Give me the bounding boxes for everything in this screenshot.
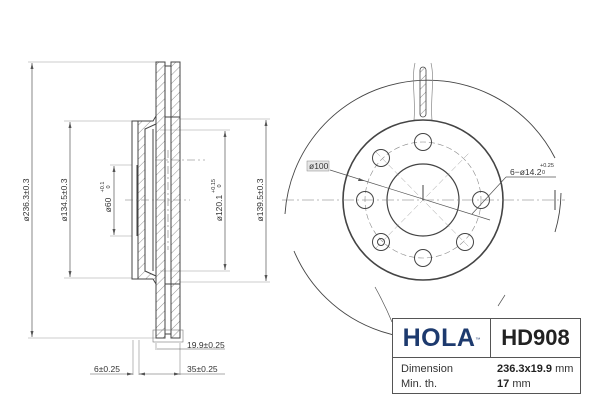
dim-bolt-holes-tol-upper: +0.25 bbox=[540, 163, 554, 169]
dim-center-bore: ø60 bbox=[103, 197, 113, 212]
dim-pcd: ø100 bbox=[309, 161, 329, 171]
spec-row-min-thickness: Min. th. 17 mm bbox=[401, 377, 580, 392]
brand-logo: HOLA bbox=[402, 323, 476, 352]
trademark-mark: ™ bbox=[475, 337, 481, 343]
dim-center-bore-tol-lower: 0 bbox=[106, 185, 112, 188]
spec-value: 236.3x19.9 bbox=[497, 363, 553, 375]
front-view bbox=[282, 62, 565, 339]
dim-height: 35±0.25 bbox=[187, 364, 218, 374]
spec-value: 17 bbox=[497, 378, 510, 390]
spec-unit: mm bbox=[512, 378, 531, 390]
side-view bbox=[28, 61, 270, 376]
dim-outer-diameter: ø236.3±0.3 bbox=[21, 178, 31, 221]
dim-flange: 6±0.25 bbox=[94, 364, 120, 374]
dim-hub-inner-tol-upper: +0.15 bbox=[211, 179, 217, 193]
spec-label: Min. th. bbox=[401, 378, 438, 390]
part-number: HD908 bbox=[501, 325, 570, 350]
spec-unit: mm bbox=[555, 363, 574, 375]
spec-list: Dimension 236.3x19.9 mm Min. th. 17 mm bbox=[393, 358, 580, 392]
dim-hub-outer: ø139.5±0.3 bbox=[255, 178, 265, 221]
dim-hub-inner-tol-lower: 0 bbox=[217, 184, 223, 187]
spec-row-dimension: Dimension 236.3x19.9 mm bbox=[401, 362, 580, 377]
dim-hat-diameter: ø134.5±0.3 bbox=[59, 178, 69, 221]
dim-center-bore-tol-upper: +0.1 bbox=[100, 182, 106, 193]
spec-label: Dimension bbox=[401, 363, 453, 375]
dim-thickness: 19.9±0.25 bbox=[187, 340, 225, 350]
dim-hub-inner: ø120.1 bbox=[214, 194, 224, 221]
dim-bolt-holes-tol-lower: 0 bbox=[542, 170, 545, 176]
dim-bolt-holes: 6−ø14.2 bbox=[510, 167, 542, 177]
